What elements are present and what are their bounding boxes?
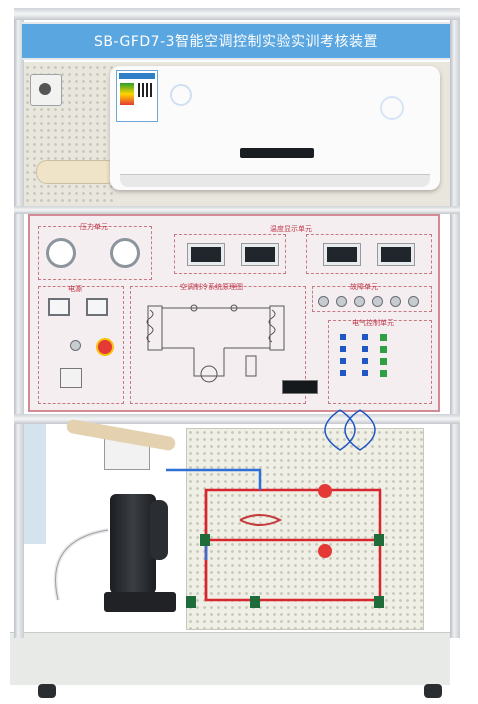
- energy-label-sticker: [116, 70, 158, 122]
- flower-pattern-icon: [380, 96, 404, 120]
- caster-wheel: [38, 684, 56, 698]
- compressor-base: [104, 592, 176, 612]
- fault-unit-label: 故障单元: [350, 283, 378, 291]
- pressure-unit-box: [38, 226, 152, 280]
- solenoid-valve: [318, 544, 332, 558]
- temperature-display-3: [324, 244, 360, 265]
- schematic-box: [130, 286, 306, 404]
- power-key-switch[interactable]: [70, 340, 81, 351]
- digital-controller: [282, 380, 318, 394]
- fault-switch-2[interactable]: [336, 296, 347, 307]
- device-title: SB-GFD7-3智能空调控制实验实训考核装置: [93, 34, 379, 50]
- pipe-clamp: [250, 596, 260, 608]
- pipe-clamp: [374, 534, 384, 546]
- ammeter: [86, 298, 108, 316]
- terminal-column-1[interactable]: [340, 334, 346, 382]
- base-platform: [10, 632, 450, 685]
- flower-pattern-icon: [170, 84, 192, 106]
- fault-switch-6[interactable]: [408, 296, 419, 307]
- pressure-unit-label: 压力单元: [80, 223, 108, 231]
- qr-code-icon: [138, 83, 152, 97]
- indicator-lights: [380, 334, 387, 382]
- temperature-display-2: [242, 244, 278, 265]
- temperature-display-4: [378, 244, 414, 265]
- caster-wheel: [424, 684, 442, 698]
- fault-switch-1[interactable]: [318, 296, 329, 307]
- electrical-unit-label: 电气控制单元: [352, 319, 394, 327]
- schematic-label: 空调制冷系统原理图: [180, 283, 243, 291]
- drain-hose: [36, 160, 118, 184]
- frame-mid-rail: [14, 206, 460, 214]
- ac-air-outlet: [120, 174, 430, 187]
- temperature-unit-box-right: [306, 234, 432, 274]
- ac-display-window: [240, 148, 314, 158]
- frame-post-left: [14, 8, 24, 638]
- control-panel: 压力单元 温度显示单元 电源 空调制冷系统原理图 故障单元 电气控制单元: [28, 214, 440, 412]
- indoor-ac-unit: [110, 66, 440, 190]
- fault-switch-5[interactable]: [390, 296, 401, 307]
- fault-switch-3[interactable]: [354, 296, 365, 307]
- frame-top-rail: [14, 8, 460, 20]
- pipe-clamp: [374, 596, 384, 608]
- pipe-clamp: [200, 534, 210, 546]
- voltmeter: [48, 298, 70, 316]
- temperature-unit-box: [174, 234, 286, 274]
- high-pressure-gauge: [46, 238, 76, 268]
- socket-holes-icon: [39, 83, 51, 95]
- compressor: [110, 494, 156, 594]
- emergency-stop-button[interactable]: [96, 338, 114, 356]
- fault-switch-4[interactable]: [372, 296, 383, 307]
- device-title-bar: SB-GFD7-3智能空调控制实验实训考核装置: [22, 22, 450, 60]
- fault-unit-box: [312, 286, 432, 312]
- refrigeration-schematic-diagram: [146, 304, 285, 383]
- power-label: 电源: [68, 285, 82, 293]
- solenoid-valve: [318, 484, 332, 498]
- circuit-breaker[interactable]: [60, 368, 82, 388]
- temperature-display-1: [188, 244, 224, 265]
- pipe-clamp: [186, 596, 196, 608]
- frame-post-right: [450, 8, 460, 638]
- frame-lower-rail: [14, 414, 460, 424]
- power-unit-box: [38, 286, 124, 404]
- electrical-unit-box: [328, 320, 432, 404]
- lower-side-panel-left: [24, 424, 46, 544]
- temperature-unit-label: 温度显示单元: [270, 225, 312, 233]
- terminal-column-2[interactable]: [362, 334, 368, 382]
- component-pegboard: [186, 428, 424, 630]
- accumulator: [150, 500, 168, 560]
- low-pressure-gauge: [110, 238, 140, 268]
- power-socket[interactable]: [30, 74, 62, 106]
